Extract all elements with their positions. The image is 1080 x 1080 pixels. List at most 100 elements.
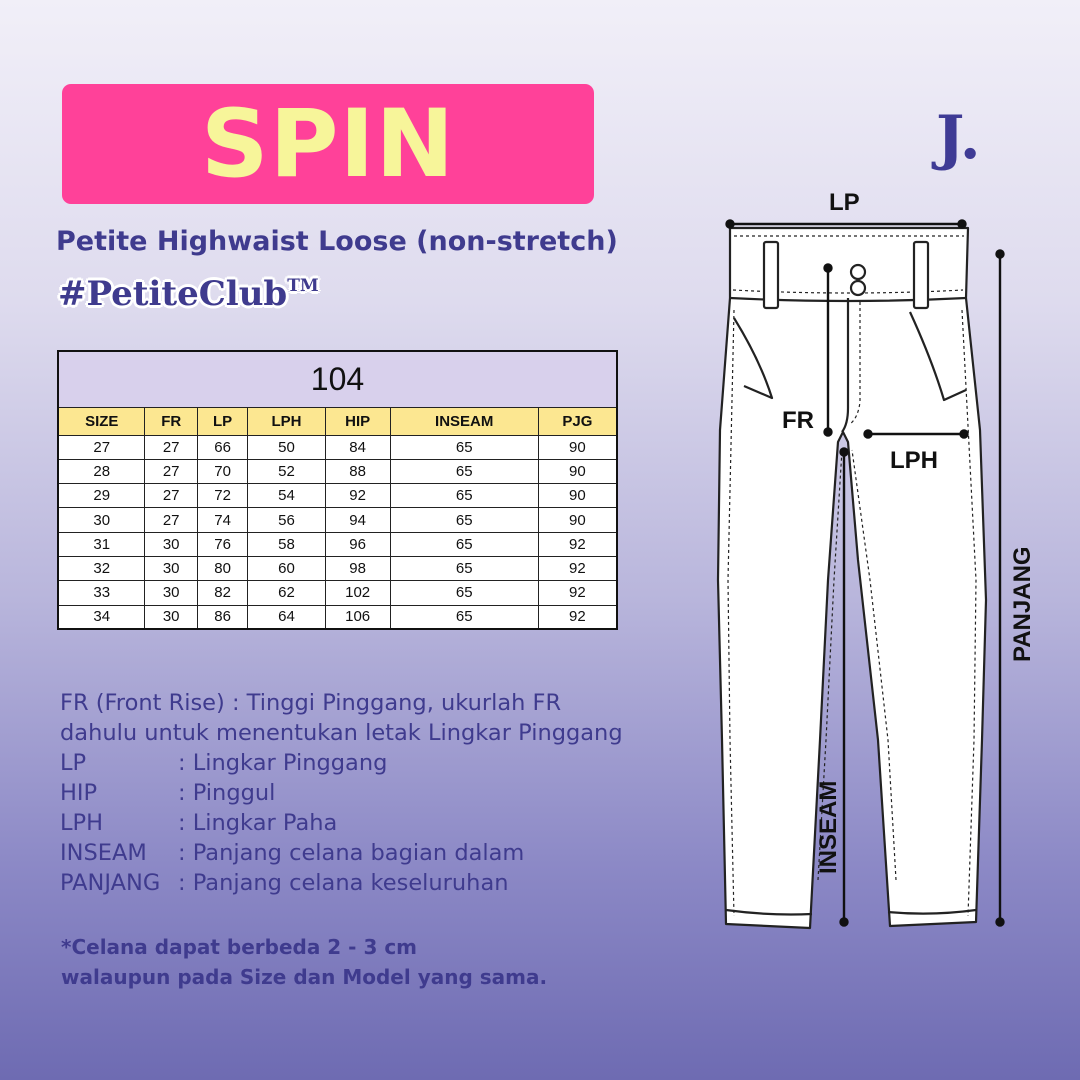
column-header-hip: HIP [324, 406, 391, 436]
lp-dot-right [957, 219, 967, 229]
trademark-mark: TM [287, 276, 319, 296]
hem-left [725, 908, 813, 916]
table-cell: 30 [144, 604, 198, 630]
label-fr: FR [782, 407, 814, 434]
table-cell: 56 [247, 507, 326, 533]
column-header-inseam: INSEAM [389, 406, 539, 436]
column-header-fr: FR [144, 406, 198, 436]
table-cell: 27 [57, 434, 146, 460]
button-top [849, 263, 867, 281]
legend-row: LP : Lingkar Pinggang [60, 748, 623, 778]
table-cell: 65 [389, 434, 539, 460]
belt-loop-right [912, 240, 930, 310]
table-cell: 30 [57, 507, 146, 533]
brand-logo: J. [936, 103, 981, 173]
table-cell: 92 [537, 531, 618, 557]
pants-illustration [716, 226, 988, 930]
table-cell: 90 [537, 507, 618, 533]
table-cell: 27 [144, 458, 198, 485]
product-title: SPIN [200, 89, 456, 199]
table-cell: 34 [57, 604, 146, 630]
lph-dot-right [959, 429, 969, 439]
table-cell: 28 [57, 458, 146, 485]
legend-row: PANJANG: Panjang celana keseluruhan [60, 868, 623, 898]
table-title: 104 [57, 350, 618, 408]
table-cell: 27 [144, 434, 198, 460]
table-cell: 90 [537, 458, 618, 485]
table-cell: 90 [537, 434, 618, 460]
legend-term: LPH [60, 810, 104, 836]
table-cell: 74 [196, 507, 249, 533]
leg-stitch-left [727, 309, 843, 917]
fr-dot-top [823, 263, 833, 273]
panjang-dot-top [995, 249, 1005, 259]
lp-dot-left [725, 219, 735, 229]
table-cell: 86 [196, 604, 249, 630]
table-cell: 102 [324, 580, 391, 606]
inseam-dot-bottom [839, 917, 849, 927]
waistband-stitch [732, 235, 964, 294]
lph-dot-left [863, 429, 873, 439]
table-cell: 94 [324, 507, 391, 533]
table-cell: 52 [247, 458, 326, 485]
label-inseam: INSEAM [815, 781, 842, 874]
table-cell: 65 [389, 507, 539, 533]
table-cell: 50 [247, 434, 326, 460]
legend-term: LP [60, 750, 87, 776]
table-cell: 72 [196, 483, 249, 509]
legend-intro-line2: dahulu untuk menentukan letak Lingkar Pi… [60, 720, 623, 746]
table-cell: 65 [389, 604, 539, 630]
table-cell: 92 [537, 580, 618, 606]
fr-dot-bottom [823, 427, 833, 437]
table-cell: 32 [57, 555, 146, 582]
legend-definition: : Pinggul [178, 780, 276, 806]
measurement-legend: FR (Front Rise) : Tinggi Pinggang, ukurl… [60, 688, 623, 898]
table-cell: 65 [389, 555, 539, 582]
legend-definition: : Panjang celana keseluruhan [178, 870, 509, 896]
legend-row: INSEAM: Panjang celana bagian dalam [60, 838, 623, 868]
table-cell: 65 [389, 580, 539, 606]
table-cell: 54 [247, 483, 326, 509]
column-header-lph: LPH [247, 406, 326, 436]
title-banner: SPIN [62, 84, 594, 204]
table-cell: 65 [389, 531, 539, 557]
table-cell: 30 [144, 555, 198, 582]
belt-loop-left [762, 240, 780, 310]
legend-row: LPH : Lingkar Paha [60, 808, 623, 838]
table-cell: 92 [537, 604, 618, 630]
table-cell: 92 [324, 483, 391, 509]
table-cell: 84 [324, 434, 391, 460]
table-cell: 29 [57, 483, 146, 509]
legend-definition: : Lingkar Paha [178, 810, 338, 836]
legend-intro-line1: FR (Front Rise) : Tinggi Pinggang, ukurl… [60, 690, 562, 716]
label-lp: LP [829, 189, 860, 216]
table-cell: 76 [196, 531, 249, 557]
label-panjang: PANJANG [1009, 546, 1036, 662]
table-cell: 62 [247, 580, 326, 606]
table-cell: 60 [247, 555, 326, 582]
fly-line [841, 298, 850, 433]
hem-right [887, 908, 977, 915]
measurement-lines [725, 219, 1005, 927]
column-header-pjg: PJG [537, 406, 618, 436]
legend-definition: : Lingkar Pinggang [178, 750, 388, 776]
table-cell: 66 [196, 434, 249, 460]
table-cell: 70 [196, 458, 249, 485]
legend-row: HIP: Pinggul [60, 778, 623, 808]
column-header-size: SIZE [57, 406, 146, 436]
table-cell: 27 [144, 507, 198, 533]
table-cell: 96 [324, 531, 391, 557]
inseam-dot-top [839, 447, 849, 457]
button-bottom [849, 279, 867, 297]
table-title-row: 104 [57, 350, 618, 408]
